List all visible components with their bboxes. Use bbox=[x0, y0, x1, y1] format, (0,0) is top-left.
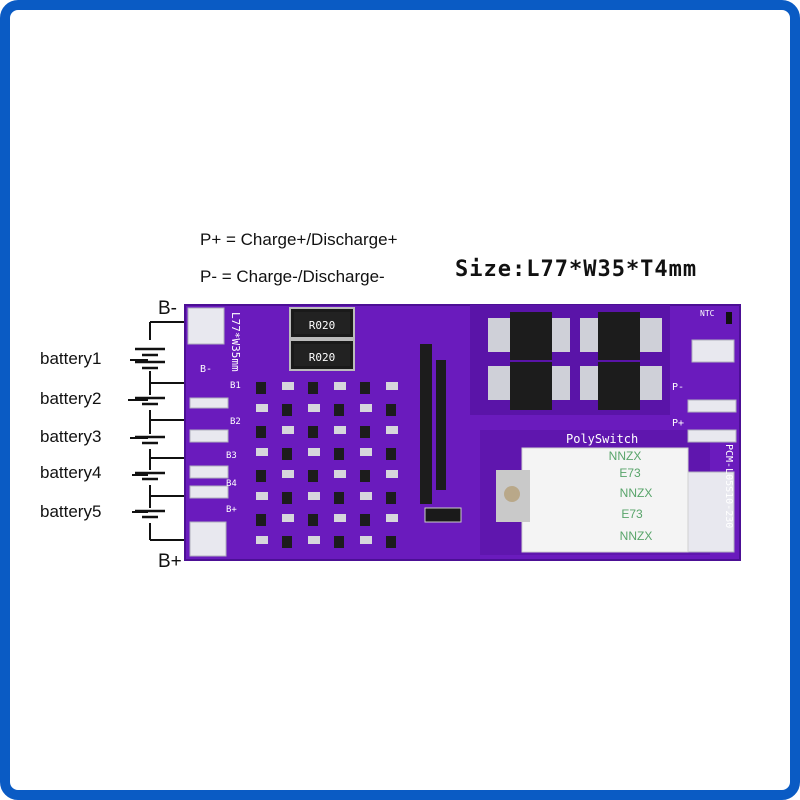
smd-part bbox=[334, 448, 344, 460]
b-plus-label: B+ bbox=[158, 551, 182, 572]
battery-schematic bbox=[128, 321, 190, 541]
legend-p-plus: P+ = Charge+/Discharge+ bbox=[200, 230, 398, 249]
size-spec: Size:L77*W35*T4mm bbox=[455, 257, 698, 282]
smd-part bbox=[256, 404, 268, 412]
battery-label-4: battery4 bbox=[40, 463, 102, 482]
svg-text:NNZX: NNZX bbox=[620, 486, 653, 500]
smd-part bbox=[360, 382, 370, 394]
smd-part bbox=[386, 448, 396, 460]
board-model-silk: PCM-L05S10-230 bbox=[723, 444, 734, 528]
pad-label-b3: B3 bbox=[226, 451, 237, 461]
smd-part bbox=[360, 492, 372, 500]
smd-part bbox=[256, 470, 266, 482]
smd-part bbox=[308, 536, 320, 544]
smd-part bbox=[360, 426, 370, 438]
svg-text:E73: E73 bbox=[619, 466, 641, 480]
protection-ics bbox=[420, 344, 462, 523]
battery-pads bbox=[187, 307, 229, 557]
polyswitch-label: PolySwitch bbox=[566, 432, 638, 446]
battery-cell-symbols bbox=[135, 347, 165, 519]
smd-part bbox=[256, 492, 268, 500]
pad-label-b4: B4 bbox=[226, 479, 237, 489]
smd-part bbox=[308, 514, 318, 526]
pad-label-b1: B1 bbox=[230, 381, 241, 391]
smd-part bbox=[256, 382, 266, 394]
smd-part bbox=[282, 426, 294, 434]
svg-text:NNZX: NNZX bbox=[620, 529, 653, 543]
smd-part bbox=[308, 426, 318, 438]
battery-label-2: battery2 bbox=[40, 389, 102, 408]
smd-part bbox=[256, 514, 266, 526]
smd-components bbox=[256, 382, 398, 548]
smd-part bbox=[282, 514, 294, 522]
smd-part bbox=[334, 404, 344, 416]
smd-part bbox=[334, 470, 346, 478]
resistor-code-1: R020 bbox=[309, 319, 336, 332]
svg-text:NNZX: NNZX bbox=[609, 449, 642, 463]
output-pads bbox=[687, 339, 737, 553]
smd-part bbox=[334, 382, 346, 390]
svg-text:E73: E73 bbox=[621, 507, 643, 521]
pad-label-ntc: NTC bbox=[700, 309, 715, 318]
smd-part bbox=[386, 382, 398, 390]
smd-part bbox=[256, 448, 268, 456]
smd-part bbox=[308, 470, 318, 482]
smd-part bbox=[282, 382, 294, 390]
pad-label-b-plus: B+ bbox=[226, 505, 237, 515]
smd-part bbox=[334, 536, 344, 548]
smd-part bbox=[334, 492, 344, 504]
smd-part bbox=[386, 426, 398, 434]
smd-part bbox=[360, 470, 370, 482]
smd-part bbox=[282, 404, 292, 416]
pad-label-b-minus: B- bbox=[200, 364, 212, 375]
pad-label-p-plus: P+ bbox=[672, 418, 684, 429]
board-dimension-silk: L77*W35mm bbox=[229, 312, 242, 372]
mosfets bbox=[488, 312, 662, 410]
smd-part bbox=[308, 448, 320, 456]
smd-part bbox=[282, 448, 292, 460]
smd-part bbox=[386, 514, 398, 522]
sense-resistors: R020 R020 bbox=[289, 307, 355, 371]
fuse-marking: NNZX E73 NNZX E73 NNZX bbox=[609, 449, 653, 543]
pad-label-p-minus: P- bbox=[672, 382, 684, 393]
smd-part bbox=[308, 404, 320, 412]
smd-part bbox=[282, 470, 294, 478]
smd-part bbox=[282, 536, 292, 548]
battery-label-3: battery3 bbox=[40, 427, 102, 446]
smd-part bbox=[256, 426, 266, 438]
smd-part bbox=[256, 536, 268, 544]
resistor-code-2: R020 bbox=[309, 351, 336, 364]
smd-part bbox=[308, 382, 318, 394]
battery-label-1: battery1 bbox=[40, 349, 102, 368]
smd-part bbox=[334, 426, 346, 434]
smd-part bbox=[282, 492, 292, 504]
legend-p-minus: P- = Charge-/Discharge- bbox=[200, 267, 385, 286]
smd-part bbox=[360, 514, 370, 526]
smd-part bbox=[386, 470, 398, 478]
ntc-thermistor bbox=[726, 312, 732, 324]
smd-part bbox=[386, 536, 396, 548]
smd-part bbox=[334, 514, 346, 522]
smd-part bbox=[386, 404, 396, 416]
b-minus-label: B- bbox=[158, 298, 177, 319]
battery-label-5: battery5 bbox=[40, 502, 102, 521]
polyswitch-fuse bbox=[496, 447, 689, 553]
smd-part bbox=[360, 536, 372, 544]
smd-part bbox=[360, 404, 372, 412]
smd-part bbox=[386, 492, 396, 504]
pad-label-b2: B2 bbox=[230, 417, 241, 427]
smd-part bbox=[360, 448, 372, 456]
smd-part bbox=[308, 492, 320, 500]
